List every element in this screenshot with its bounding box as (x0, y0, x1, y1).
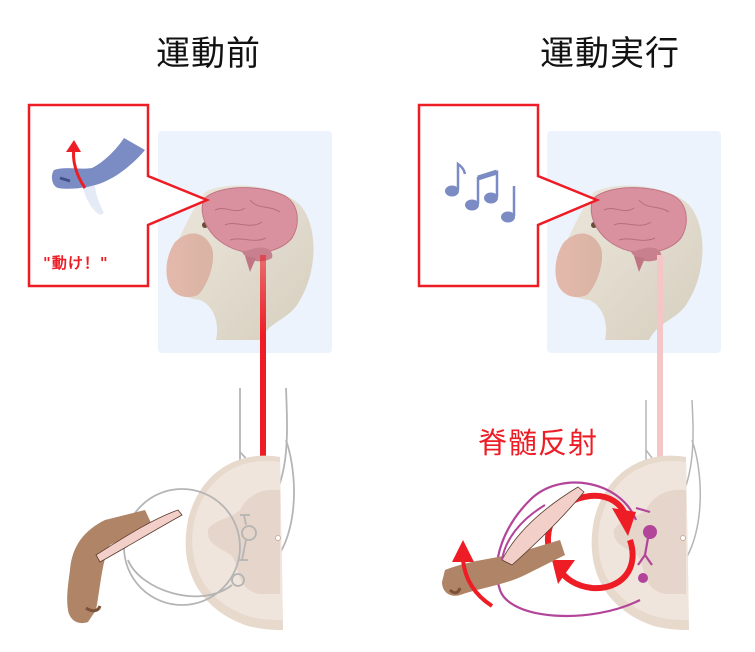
brain (201, 187, 298, 272)
inhibitory-neuron (638, 573, 648, 583)
spinal-cord (591, 455, 689, 630)
arm-hand-active (442, 486, 585, 596)
title-before-movement: 運動前 (156, 34, 261, 74)
speech-bubble (417, 103, 601, 288)
right-panel (417, 103, 721, 630)
motor-neuron-active (643, 525, 657, 539)
reflex-loop-arrows (545, 492, 636, 592)
spinal-cord (185, 455, 283, 630)
title-movement-execution: 運動実行 (540, 34, 680, 74)
music-notes-icon (445, 161, 516, 223)
hand-lift-arrow (452, 540, 494, 608)
left-panel (27, 103, 332, 630)
arm-hand-relaxed (67, 509, 183, 624)
raised-hand-icon (51, 138, 146, 215)
move-command-text: "動け！" (43, 254, 109, 272)
brain (590, 187, 687, 272)
descending-signal-arrow (260, 255, 266, 485)
descending-signal-arrow (657, 255, 663, 485)
spinal-reflex-label: 脊髄反射 (478, 426, 599, 460)
reflex-arc (495, 481, 653, 618)
